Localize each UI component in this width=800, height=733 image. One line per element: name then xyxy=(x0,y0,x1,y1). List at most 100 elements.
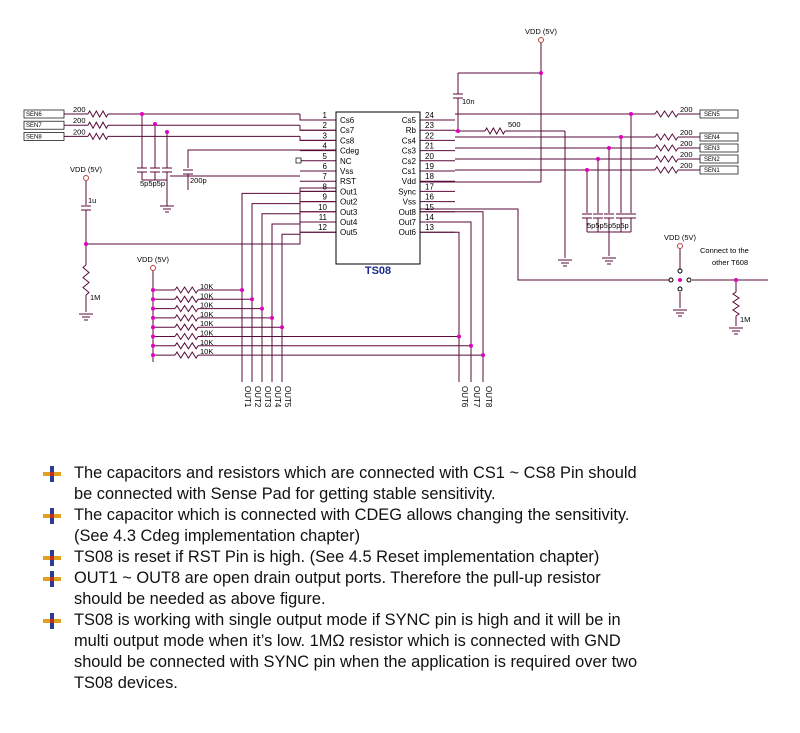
note-text: TS08 is working with single output mode … xyxy=(74,611,638,692)
pin-name: Cs2 xyxy=(402,157,417,166)
plus-bullet-icon xyxy=(43,466,61,482)
resistor xyxy=(654,144,679,152)
junction-dot xyxy=(585,168,589,172)
pin-name: Cs3 xyxy=(402,147,417,156)
components xyxy=(23,37,743,360)
resistor xyxy=(174,304,199,313)
schematic-labels: TS081Cs62Cs73Cs84Cdeg5NC6Vss7RST8Out19Ou… xyxy=(26,27,750,408)
resistor xyxy=(174,341,199,350)
resistor-value: 200 xyxy=(680,128,693,137)
resistor-value: 200 xyxy=(680,105,693,114)
junction-dot xyxy=(678,278,682,282)
sync-resistor-value: 1M xyxy=(740,315,750,324)
pin-number: 6 xyxy=(323,162,328,171)
junction-dot xyxy=(153,122,157,126)
vdd-terminal xyxy=(677,243,683,249)
junction-dot xyxy=(151,315,155,320)
pin-number: 10 xyxy=(318,203,327,212)
junction-dot xyxy=(280,325,284,330)
pin-number: 24 xyxy=(425,111,434,120)
junction-dot xyxy=(596,157,600,161)
pin-number: 12 xyxy=(318,223,327,232)
pin-number: 9 xyxy=(323,193,328,202)
junction-dot xyxy=(629,112,633,116)
sense-pad-label: SEN1 xyxy=(704,168,720,174)
resistor xyxy=(732,291,740,317)
junction-dot xyxy=(270,315,274,320)
pin-number: 1 xyxy=(323,111,328,120)
resistor-value: 200 xyxy=(73,127,86,136)
pin-name: Cs4 xyxy=(402,136,417,145)
pin-number: 8 xyxy=(323,182,328,191)
sense-pad-box xyxy=(699,132,739,142)
capacitor-values: 5p5p5p xyxy=(140,179,165,188)
sense-pad-label: SEN5 xyxy=(704,112,720,118)
note-text: TS08 is reset if RST Pin is high. (See 4… xyxy=(74,548,600,566)
vdd-label: VDD (5V) xyxy=(137,255,170,264)
pin-number: 21 xyxy=(425,142,434,151)
pin-name: Out2 xyxy=(340,198,358,207)
switch-contact xyxy=(686,277,692,283)
pin-number: 15 xyxy=(425,203,434,212)
pin-number: 22 xyxy=(425,131,434,140)
sense-pad-box xyxy=(699,143,739,153)
cdeg-capacitor-value: 200p xyxy=(190,176,207,185)
junction-dot xyxy=(140,112,144,116)
sense-pad-label: SEN4 xyxy=(704,135,720,141)
junction-dot xyxy=(457,334,461,339)
output-label: OUT7 xyxy=(472,386,481,408)
pin-name: Cs7 xyxy=(340,126,355,135)
note-item: TS08 is reset if RST Pin is high. (See 4… xyxy=(38,547,778,568)
switch-contact xyxy=(668,277,674,283)
ts08-chip xyxy=(335,111,421,265)
pin-name: Out8 xyxy=(399,208,417,217)
resistor xyxy=(174,286,199,294)
sense-pad-box xyxy=(699,154,739,164)
pin-number: 14 xyxy=(425,213,434,222)
pin-number: 20 xyxy=(425,152,434,161)
output-label: OUT1 xyxy=(243,386,252,408)
output-label: OUT4 xyxy=(273,386,282,408)
junction-dot xyxy=(151,325,155,330)
resistor xyxy=(174,313,199,322)
vdd-terminal xyxy=(150,265,156,271)
junction-dot xyxy=(250,297,254,302)
note-item: OUT1 ~ OUT8 are open drain output ports.… xyxy=(38,568,778,610)
pin-name: Out4 xyxy=(340,218,358,227)
pin-name: Cs1 xyxy=(402,167,417,176)
sense-pad-box xyxy=(23,132,65,141)
output-label: OUT3 xyxy=(263,386,272,408)
sense-pad-label: SEN3 xyxy=(704,146,720,152)
vdd-label: VDD (5V) xyxy=(525,27,558,36)
junction-dot xyxy=(734,278,738,282)
junction-dot xyxy=(151,334,155,339)
note-item: The capacitors and resistors which are c… xyxy=(38,463,778,505)
pin-name: Rb xyxy=(406,126,417,135)
vdd-label: VDD (5V) xyxy=(70,165,103,174)
pin-number: 3 xyxy=(323,131,328,140)
junction-dot xyxy=(539,71,543,75)
nc-terminal xyxy=(295,157,302,164)
pin-number: 13 xyxy=(425,223,434,232)
junction-dot xyxy=(607,146,611,150)
pin-number: 5 xyxy=(323,152,328,161)
resistor xyxy=(174,351,199,360)
pin-name: Out1 xyxy=(340,187,358,196)
resistor xyxy=(654,110,679,118)
note-item: TS08 is working with single output mode … xyxy=(38,610,778,694)
junction-dot xyxy=(151,343,155,348)
pin-name: Vdd xyxy=(402,177,416,186)
junction-dot xyxy=(84,242,88,246)
reset-capacitor-value: 1u xyxy=(88,196,96,205)
notes-list: The capacitors and resistors which are c… xyxy=(38,463,778,694)
resistor xyxy=(654,155,679,163)
pin-name: Out6 xyxy=(399,228,417,237)
pin-name: Cdeg xyxy=(340,147,359,156)
junction-dots xyxy=(84,71,738,358)
sense-pad-box xyxy=(23,109,65,119)
pin-name: Cs6 xyxy=(340,116,355,125)
resistor xyxy=(174,323,199,332)
resistor-value: 200 xyxy=(73,116,86,125)
pin-number: 4 xyxy=(323,142,328,151)
junction-dot xyxy=(240,288,244,292)
